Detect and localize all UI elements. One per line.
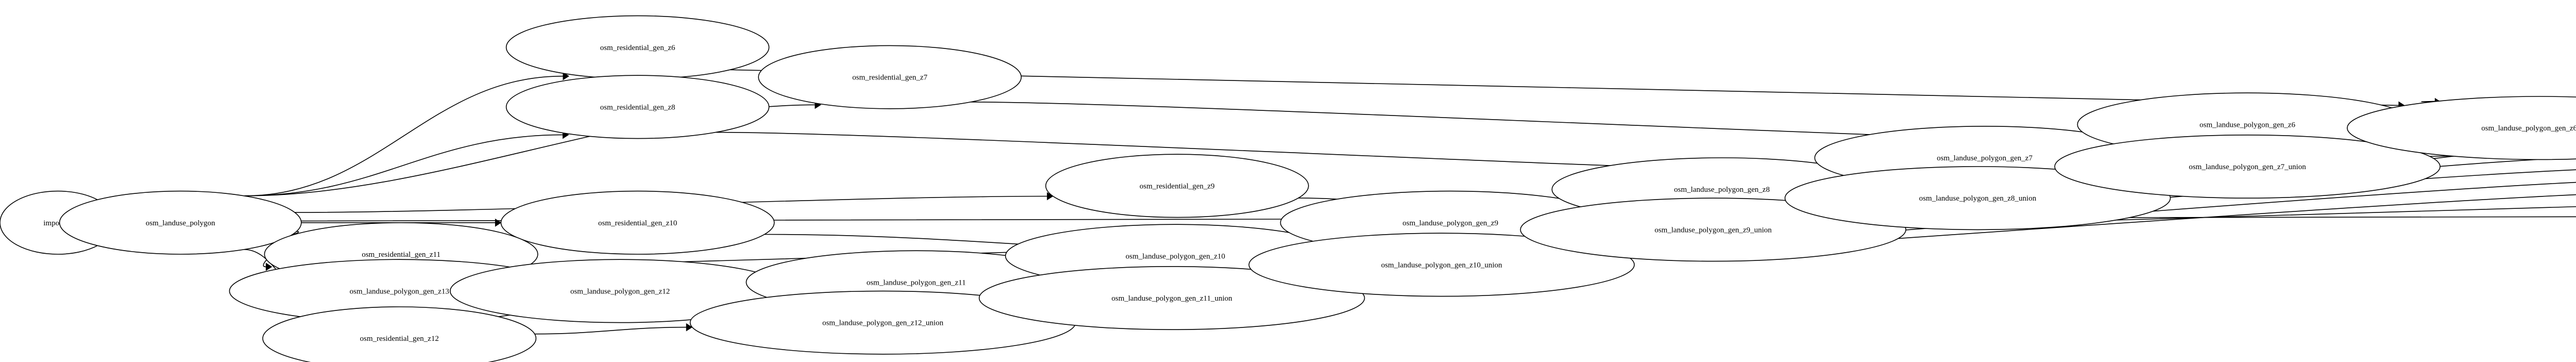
node-label: osm_residential_gen_z9 [1140, 182, 1215, 190]
node-ellipse [505, 75, 770, 139]
node-label: osm_landuse_polygon_gen_z9 [1402, 219, 1498, 227]
node-label: osm_landuse_polygon_gen_z11_union [1111, 294, 1232, 303]
node-label: osm_residential_gen_z6 [600, 44, 675, 52]
edge-arrowhead [686, 323, 693, 332]
edge-path [534, 326, 687, 335]
node-ellipse [59, 190, 302, 255]
graph-node-osm-landuse-polygon-gen-z6-union[interactable]: osm_landuse_polygon_gen_z6_union [2347, 96, 2576, 160]
node-label: osm_landuse_polygon_gen_z7_union [2189, 163, 2306, 171]
node-label: osm_landuse_polygon_gen_z12 [570, 287, 670, 295]
node-label: osm_landuse_polygon_gen_z12_union [822, 319, 943, 327]
edge-path [244, 134, 563, 196]
graph-node-osm-residential-gen-z8[interactable]: osm_residential_gen_z8 [505, 75, 770, 139]
node-label: osm_residential_gen_z11 [362, 251, 440, 259]
node-label: osm_landuse_polygon_gen_z7 [1937, 154, 2032, 162]
node-label: osm_landuse_polygon_gen_z8_union [1919, 194, 2037, 203]
graph-node-osm-residential-gen-z9[interactable]: osm_residential_gen_z9 [1045, 154, 1309, 218]
node-label: osm_residential_gen_z7 [852, 74, 927, 82]
edge-arrowhead [1047, 192, 1054, 201]
graph-edge [244, 72, 569, 196]
graph-node-osm-landuse-polygon-gen-z7-union[interactable]: osm_landuse_polygon_gen_z7_union [2054, 134, 2441, 199]
graph-node-osm-residential-gen-z12[interactable]: osm_residential_gen_z12 [262, 306, 537, 362]
graph-node-osm-landuse-polygon-gen-z8-union[interactable]: osm_landuse_polygon_gen_z8_union [1784, 166, 2171, 231]
edge-arrowhead [495, 218, 502, 227]
edge-arrowhead [563, 72, 569, 80]
graph-node-osm-landuse-polygon[interactable]: osm_landuse_polygon [59, 190, 302, 255]
node-label: osm_landuse_polygon_gen_z8 [1674, 186, 1770, 194]
node-ellipse [2054, 134, 2441, 199]
node-label: osm_landuse_polygon [146, 219, 215, 227]
node-label: osm_landuse_polygon_gen_z11 [867, 278, 966, 287]
node-label: osm_landuse_polygon_gen_z6_union [2481, 124, 2576, 133]
node-ellipse [1784, 166, 2171, 231]
node-label: osm_landuse_polygon_gen_z6 [2199, 121, 2295, 129]
node-ellipse [1045, 154, 1309, 218]
graph-node-osm-residential-gen-z7[interactable]: osm_residential_gen_z7 [758, 45, 1022, 109]
graph-node-osm-landuse-polygon-gen-z12-union[interactable]: osm_landuse_polygon_gen_z12_union [689, 290, 1076, 355]
graph-edge [244, 130, 569, 196]
graph-edge [534, 323, 693, 335]
graph-node-osm-landuse-polygon-gen-z12[interactable]: osm_landuse_polygon_gen_z12 [449, 259, 791, 323]
edge-path [2421, 96, 2576, 103]
node-label: osm_landuse_polygon_gen_z10 [1126, 252, 1225, 260]
node-label: osm_residential_gen_z10 [598, 219, 677, 227]
node-ellipse [262, 306, 537, 362]
node-label: osm_residential_gen_z8 [600, 103, 675, 111]
graph-node-osm-residential-gen-z10[interactable]: osm_residential_gen_z10 [500, 190, 775, 255]
node-ellipse [758, 45, 1022, 109]
node-ellipse [978, 266, 1365, 330]
graph-node-osm-landuse-polygon-gen-z11-union[interactable]: osm_landuse_polygon_gen_z11_union [978, 266, 1365, 330]
node-label: osm_landuse_polygon_gen_z13 [350, 287, 449, 295]
graph-node-osm-landuse-polygon-gen-z10-union[interactable]: osm_landuse_polygon_gen_z10_union [1248, 233, 1635, 297]
node-ellipse [2347, 96, 2576, 160]
node-ellipse [500, 190, 775, 255]
edge-arrowhead [265, 262, 273, 271]
node-label: osm_landuse_polygon_gen_z9_union [1654, 226, 1772, 234]
edge-path [244, 75, 563, 196]
graph-node-osm-residential-gen-z6[interactable]: osm_residential_gen_z6 [505, 15, 770, 79]
node-ellipse [1248, 233, 1635, 297]
node-label: osm_landuse_polygon_gen_z10_union [1381, 261, 1502, 269]
node-label: osm_residential_gen_z12 [360, 335, 439, 343]
